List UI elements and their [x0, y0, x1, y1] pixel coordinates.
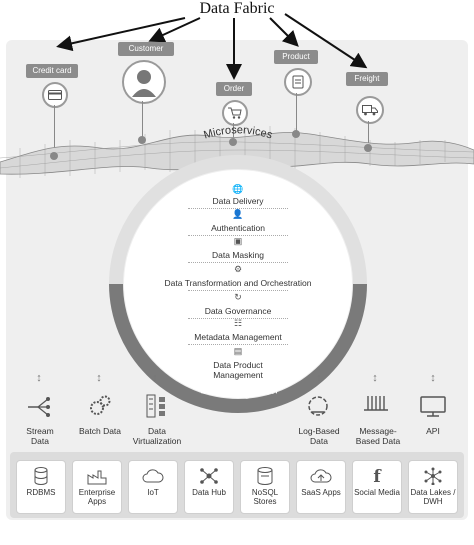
- connector-freight: [368, 121, 369, 147]
- globe-icon: 🌐: [232, 184, 244, 194]
- service-data-delivery: Data Delivery: [212, 196, 264, 206]
- arrow-to-credit-card: [56, 17, 186, 52]
- truck-icon: [356, 96, 384, 124]
- monitor-icon: [420, 396, 446, 417]
- arrow-log: ↕: [316, 372, 322, 384]
- ring-bottom-half: [109, 284, 367, 413]
- store-label: NoSQL Stores: [251, 488, 279, 506]
- product-box-icon: [284, 68, 312, 96]
- log-icon: [308, 396, 328, 416]
- mask-icon: ▣: [233, 236, 243, 246]
- source-api: API: [426, 426, 440, 436]
- services-list: 🌐 Data Delivery 👤 Authentication ▣ Data …: [124, 180, 352, 390]
- connector-customer: [142, 101, 143, 139]
- mesh-node-customer: [138, 136, 146, 144]
- connector-order: [233, 123, 234, 141]
- hierarchy-icon: ☷: [233, 318, 243, 328]
- store-label: SaaS Apps: [301, 488, 341, 497]
- database-icon: [34, 467, 48, 485]
- store-label: RDBMS: [26, 488, 56, 497]
- store-label: Data Lakes / DWH: [410, 488, 456, 506]
- hub-icon: [200, 468, 218, 484]
- nosql-icon: [257, 467, 273, 485]
- service-data-transformation: Data Transformation and Orchestration: [164, 278, 312, 288]
- message-icon: [364, 396, 388, 411]
- shopping-cart-icon: [222, 100, 248, 126]
- store-label: IoT: [147, 488, 159, 497]
- arrow-virtualization: ↕: [152, 372, 158, 384]
- arrow-batch: ↕: [96, 372, 102, 384]
- user-icon: 👤: [232, 209, 244, 219]
- store-nosql-stores: NoSQL Stores: [240, 460, 290, 514]
- diagram-title: Data Fabric: [199, 0, 275, 17]
- connector-product: [296, 93, 297, 133]
- arrow-stream: ↕: [36, 372, 42, 384]
- facebook-icon: f: [373, 467, 381, 487]
- store-label: Enterprise Apps: [78, 488, 116, 506]
- ring-inner: [124, 170, 352, 398]
- service-data-governance: Data Governance: [204, 306, 272, 316]
- tag-order: Order: [216, 82, 252, 96]
- arrow-message: ↕: [372, 372, 378, 384]
- service-authentication: Authentication: [211, 223, 265, 233]
- cloud-upload-icon: [310, 469, 332, 483]
- customer-avatar-icon: [122, 60, 166, 104]
- tag-customer: Customer: [118, 42, 174, 56]
- factory-icon: [87, 470, 107, 485]
- connector-credit-card: [54, 105, 55, 155]
- arrow-to-freight: [284, 13, 368, 69]
- service-divider: [187, 262, 289, 263]
- arrow-api: ↕: [430, 372, 436, 384]
- store-iot: IoT: [128, 460, 178, 514]
- service-divider: [187, 208, 289, 209]
- source-batch-data: Batch Data: [78, 426, 122, 436]
- service-divider: [187, 344, 289, 345]
- store-label: Data Hub: [192, 488, 226, 497]
- ring-top-label: Microservices: [202, 124, 274, 141]
- virtualization-icon: [146, 394, 165, 418]
- credit-card-icon: [42, 82, 68, 108]
- service-data-masking: Data Masking: [212, 250, 264, 260]
- refresh-icon: ↻: [234, 292, 242, 302]
- store-label: Social Media: [354, 488, 400, 497]
- store-rdbms: RDBMS: [16, 460, 66, 514]
- service-divider: [187, 290, 289, 291]
- service-metadata-management: Metadata Management: [194, 332, 282, 342]
- arrow-to-customer: [148, 17, 201, 43]
- batch-gears-icon: [90, 395, 111, 415]
- arrow-to-product: [269, 17, 299, 47]
- store-social-media: f Social Media: [352, 460, 402, 514]
- store-data-hub: Data Hub: [184, 460, 234, 514]
- source-data-virtualization: Data Virtualization: [132, 426, 182, 446]
- gears-icon: ⚙: [233, 264, 243, 274]
- source-message-based-data: Message-Based Data: [355, 426, 401, 446]
- database-icon: ▤: [233, 346, 243, 356]
- store-saas-apps: SaaS Apps: [296, 460, 346, 514]
- cloud-icon: [142, 469, 164, 483]
- stream-icon: [28, 397, 50, 417]
- mesh-node-order: [229, 138, 237, 146]
- tag-product: Product: [274, 50, 318, 64]
- mesh-node-freight: [364, 144, 372, 152]
- ring-top-half: [109, 155, 367, 284]
- mesh-node-product: [292, 130, 300, 138]
- service-data-product-management: Data Product Management: [213, 360, 263, 380]
- service-divider: [187, 318, 289, 319]
- network-icon: [424, 467, 442, 485]
- service-divider: [187, 235, 289, 236]
- mesh-node-credit-card: [50, 152, 58, 160]
- tag-credit-card: Credit card: [26, 64, 78, 78]
- title-arrows: [56, 13, 368, 80]
- store-data-lakes-dwh: Data Lakes / DWH: [408, 460, 458, 514]
- store-enterprise-apps: Enterprise Apps: [72, 460, 122, 514]
- source-log-based-data: Log-Based Data: [298, 426, 340, 446]
- source-stream-data: Stream Data: [26, 426, 54, 446]
- ring-bottom-label: Data integration: [200, 384, 279, 399]
- tag-freight: Freight: [346, 72, 388, 86]
